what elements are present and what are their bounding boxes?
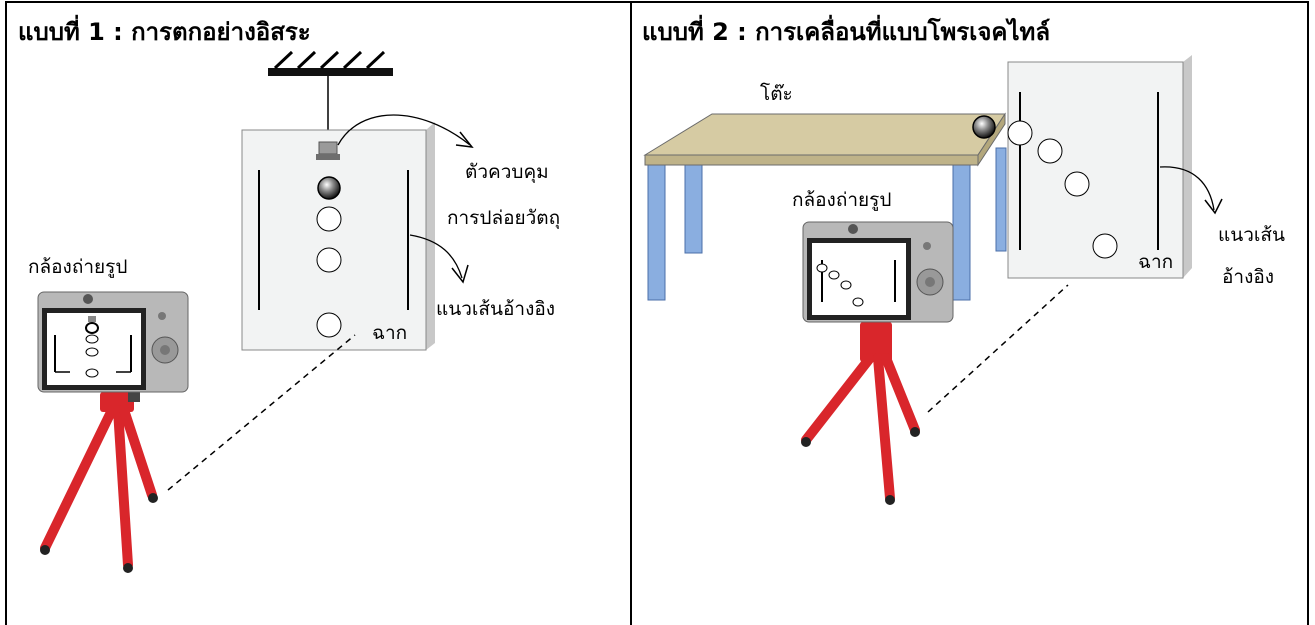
reference-line-label-2: อ้างอิง — [1222, 266, 1274, 288]
screen-label: ฉาก — [372, 322, 407, 344]
ball-position — [316, 206, 342, 232]
ball-position — [1092, 233, 1118, 259]
camera-icon — [37, 291, 189, 393]
table-top — [643, 112, 1006, 167]
controller-arrowhead — [455, 131, 474, 148]
reference-arrowhead — [1204, 198, 1223, 215]
panel2-title: แบบที่ 2 : การเคลื่อนที่แบบโพรเจคไทล์ — [642, 14, 1050, 46]
controller-label-line2: การปล่อยวัตถุ — [447, 207, 560, 230]
reference-line-label-1: แนวเส้น — [1218, 224, 1285, 246]
screen-board — [241, 122, 435, 351]
ball-position — [316, 312, 342, 338]
camera-label: กล้องถ่ายรูป — [28, 256, 127, 278]
panel-free-fall: แบบที่ 1 : การตกอย่างอิสระ — [18, 14, 560, 573]
ball-position — [316, 247, 342, 273]
clamp-icon — [316, 141, 340, 160]
sight-line — [167, 334, 356, 491]
ball-position — [1064, 171, 1090, 197]
controller-arrow — [337, 114, 471, 146]
panel1-title: แบบที่ 1 : การตกอย่างอิสระ — [18, 14, 311, 46]
ceiling-hatch-icon — [268, 50, 393, 76]
reference-arrowhead — [451, 264, 469, 284]
ball-position — [1037, 138, 1063, 164]
camera-label: กล้องถ่ายรูป — [792, 189, 891, 211]
outer-frame — [5, 1, 1309, 625]
sight-line — [927, 284, 1069, 413]
ball-position — [1007, 120, 1033, 146]
ball-icon — [972, 115, 996, 139]
ball-icon — [317, 176, 341, 200]
tripod-icon — [40, 392, 158, 573]
controller-label-line1: ตัวควบคุม — [465, 161, 549, 184]
reference-arrow — [1159, 166, 1215, 211]
reference-line-label: แนวเส้นอ้างอิง — [436, 298, 555, 320]
tripod-icon — [801, 322, 920, 505]
camera-icon — [802, 221, 954, 323]
table-label: โต๊ะ — [760, 82, 793, 105]
screen-label: ฉาก — [1138, 251, 1173, 273]
panel-projectile: แบบที่ 2 : การเคลื่อนที่แบบโพรเจคไทล์ โต… — [642, 14, 1285, 505]
reference-arrow — [409, 234, 463, 279]
